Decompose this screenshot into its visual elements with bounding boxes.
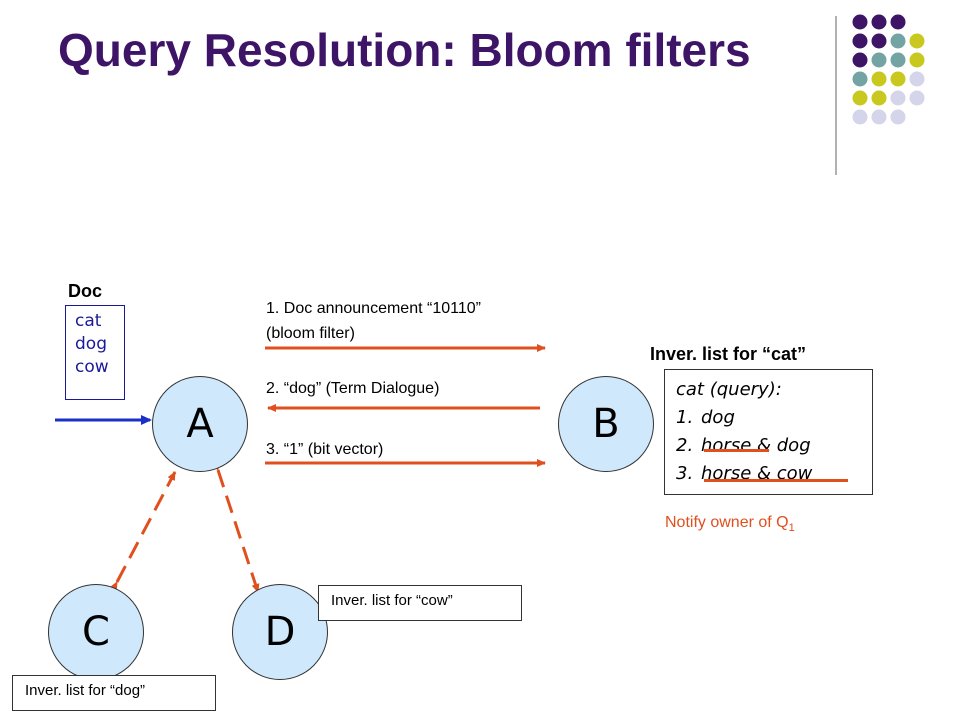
decorative-dot [909,33,925,49]
slide-title: Query Resolution: Bloom filters [58,24,751,76]
query-item: 3. horse & cow [676,460,872,488]
decorative-dot [871,90,887,106]
query-item: 2. horse & dog [676,432,872,460]
decorative-dot [890,109,906,125]
note-cow: Inver. list for “cow” [318,585,522,621]
decorative-dot [852,71,868,87]
decorative-dot [890,52,906,68]
decorative-dot [909,52,925,68]
decorative-dot [890,90,906,106]
decorative-dot [852,14,868,30]
msg1-sublabel: (bloom filter) [266,325,355,342]
doc-term: cow [75,357,109,377]
doc-terms-box: cat dog cow [65,305,125,400]
decorative-dot [852,33,868,49]
a-d-dashed-arrow [211,461,260,593]
b-inverted-list-heading: Inver. list for “cat” [650,344,807,364]
query-item-num: 2. [676,435,694,456]
decorative-dot [909,71,925,87]
msg3-label: 3. “1” (bit vector) [266,441,384,458]
notify-owner-label: Notify owner of Q1 [665,514,795,535]
decorative-dot [871,71,887,87]
node-d: D [232,584,328,680]
decorative-dot [852,109,868,125]
node-a: A [152,376,248,472]
query-item-text: dog [701,407,735,428]
decorative-dot [909,90,925,106]
strike-horse-cow-3 [704,479,848,482]
msg2-label: 2. “dog” (Term Dialogue) [266,380,440,397]
doc-term: cat [75,311,102,331]
node-c: C [48,584,144,680]
decorative-dot [871,52,887,68]
query-title: cat (query): [676,379,782,400]
query-item: 1. dog [676,404,872,432]
strike-horse-2 [704,449,769,452]
doc-heading: Doc [68,281,103,301]
decorative-dot [871,14,887,30]
query-item-num: 3. [676,463,694,484]
decorative-dot [852,90,868,106]
msg1-label: 1. Doc announcement “10110” [266,300,481,317]
query-item-num: 1. [676,407,694,428]
decorative-dot [890,33,906,49]
query-item-text: horse & dog [701,435,811,456]
query-item-text: horse & cow [701,463,813,484]
decorative-dot-grid [835,14,925,175]
note-dog: Inver. list for “dog” [12,675,216,711]
decorative-dot [890,14,906,30]
a-c-dashed-arrow [109,471,177,591]
doc-term: dog [75,334,107,354]
query-box: cat (query): 1. dog 2. horse & dog 3. horse… [664,369,873,495]
decorative-dot [890,71,906,87]
decorative-dot [852,52,868,68]
node-b: B [558,376,654,472]
decorative-dot [871,109,887,125]
decorative-dot [871,33,887,49]
